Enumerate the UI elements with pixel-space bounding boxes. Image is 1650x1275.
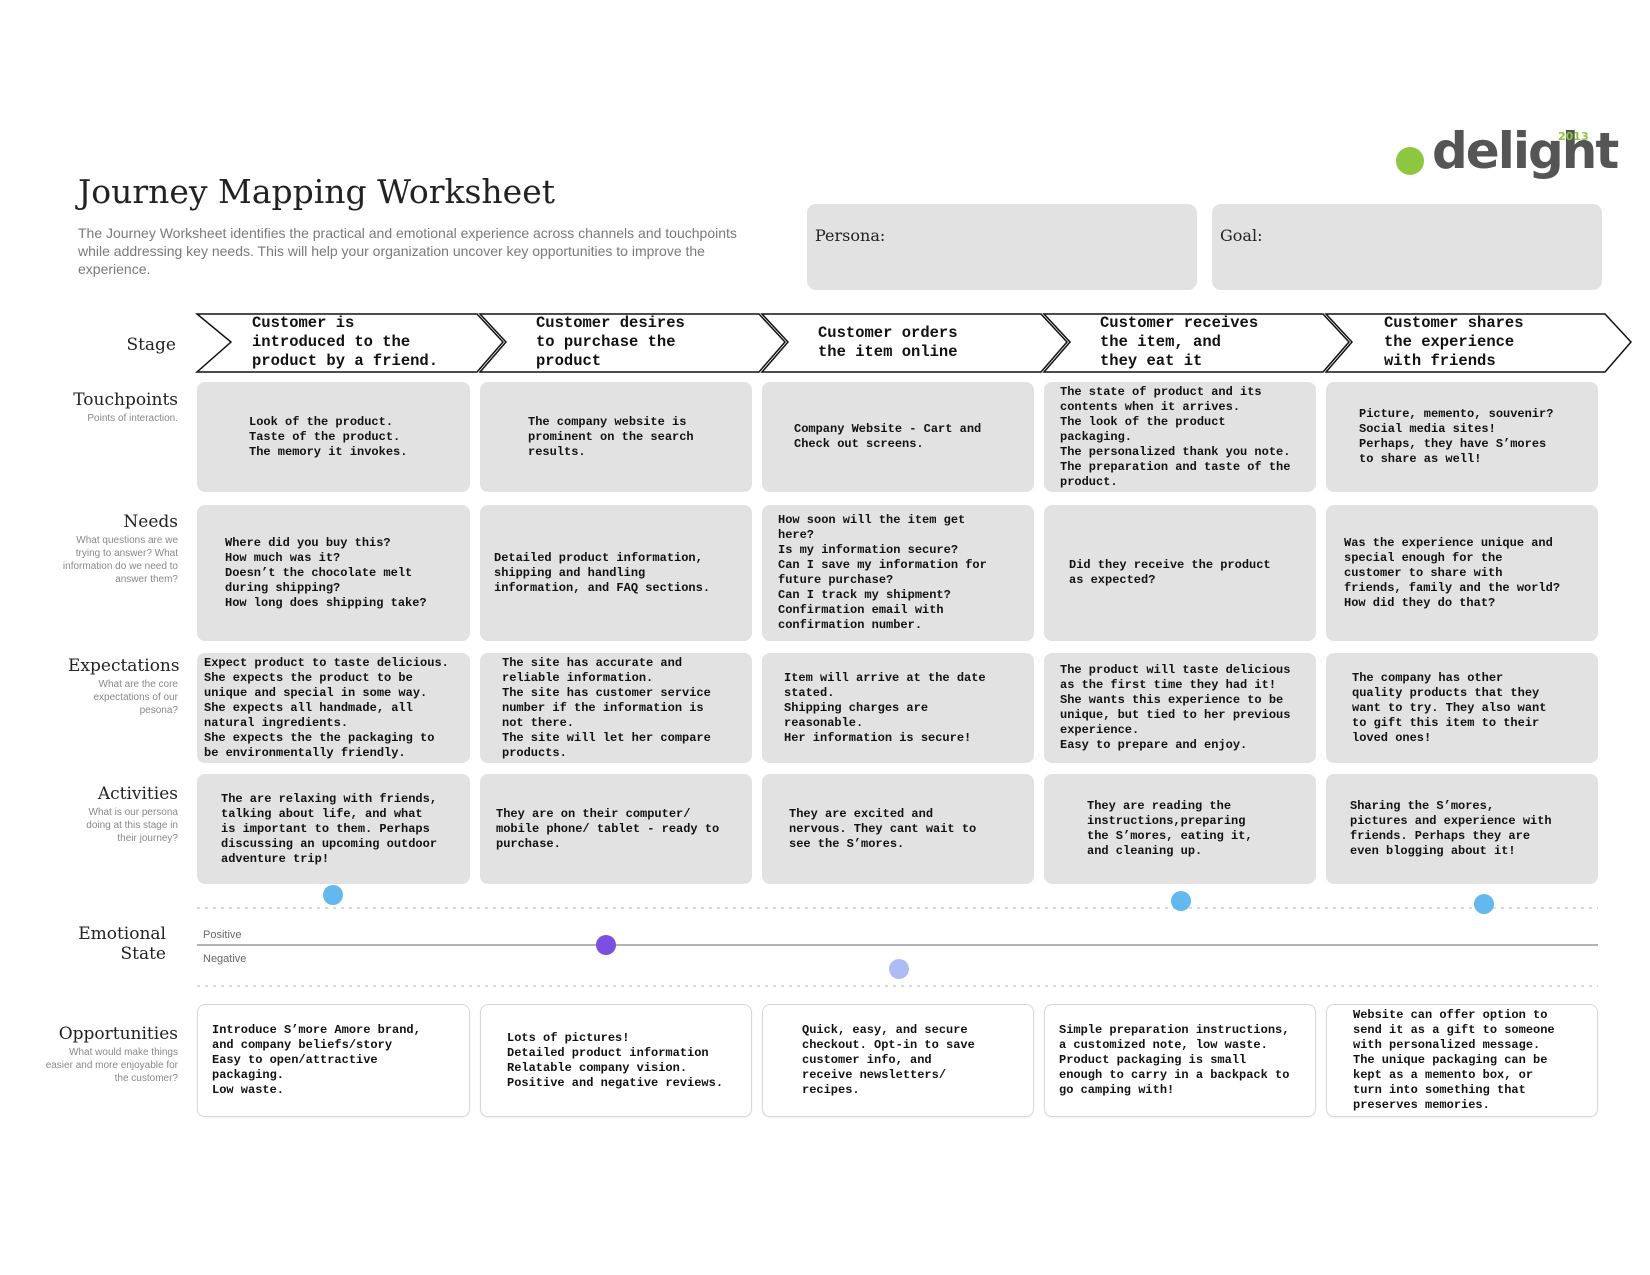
expectations-label: Expectations What are the core expectati…: [68, 656, 180, 717]
needs-text: Was the experience unique and special en…: [1344, 535, 1561, 610]
activities-cell[interactable]: They are on their computer/ mobile phone…: [480, 774, 752, 884]
expectations-text: The site has accurate and reliable infor…: [502, 655, 711, 760]
opportunity-text: Introduce S’more Amore brand, and compan…: [212, 1023, 421, 1097]
needs-cell[interactable]: Detailed product information, shipping a…: [480, 505, 752, 641]
goal-field[interactable]: Goal:: [1212, 204, 1602, 290]
touchpoint-text: Picture, memento, souvenir? Social media…: [1359, 407, 1554, 466]
opportunity-cell[interactable]: Simple preparation instructions, a custo…: [1044, 1004, 1316, 1117]
needs-cell[interactable]: Did they receive the product as expected…: [1044, 505, 1316, 641]
opportunities-label: Opportunities What would make things eas…: [43, 1024, 178, 1085]
needs-label: Needs What questions are we trying to an…: [53, 512, 178, 586]
stage-arrow-1: [194, 313, 505, 373]
logo-dot-icon: [1396, 147, 1424, 175]
expectations-cell[interactable]: The product will taste delicious as the …: [1044, 653, 1316, 763]
opportunity-text: Simple preparation instructions, a custo…: [1059, 1023, 1290, 1097]
touchpoint-cell[interactable]: Company Website - Cart and Check out scr…: [762, 382, 1034, 492]
persona-field[interactable]: Persona:: [807, 204, 1197, 290]
opportunity-cell[interactable]: Introduce S’more Amore brand, and compan…: [197, 1004, 470, 1117]
activities-text: The are relaxing with friends, talking a…: [221, 791, 438, 866]
activities-cell[interactable]: Sharing the S’mores, pictures and experi…: [1326, 774, 1598, 884]
needs-sub: What questions are we trying to answer? …: [62, 535, 178, 585]
activities-cell[interactable]: They are reading the instructions,prepar…: [1044, 774, 1316, 884]
stage-text-4: Customer receives the item, and they eat…: [1100, 314, 1259, 370]
stage-row-label: Stage: [126, 335, 176, 355]
touchpoint-text: Company Website - Cart and Check out scr…: [794, 422, 982, 451]
intro-text: The Journey Worksheet identifies the pra…: [78, 225, 737, 277]
opportunity-cell[interactable]: Website can offer option to send it as a…: [1326, 1004, 1598, 1117]
negative-label: Negative: [203, 953, 247, 965]
activities-text: They are reading the instructions,prepar…: [1087, 799, 1253, 858]
needs-cell[interactable]: Was the experience unique and special en…: [1326, 505, 1598, 641]
expectations-text: Expect product to taste delicious. She e…: [204, 655, 449, 760]
needs-text: Where did you buy this? How much was it?…: [225, 535, 427, 610]
logo-word: delight: [1432, 122, 1619, 180]
stage-arrow-2: [478, 313, 787, 373]
opportunity-text: Lots of pictures! Detailed product infor…: [507, 1030, 724, 1090]
stage-text-5: Customer shares the experience with frie…: [1384, 314, 1524, 370]
stage-text-2: Customer desires to purchase the product: [536, 314, 685, 370]
expectations-cell[interactable]: Expect product to taste delicious. She e…: [197, 653, 470, 763]
emotion-dot-2: [596, 935, 616, 955]
opportunities-name: Opportunities: [58, 1024, 178, 1044]
page-title: Journey Mapping Worksheet: [78, 172, 556, 211]
opportunities-sub: What would make things easier and more e…: [45, 1047, 178, 1084]
expectations-name: Expectations: [68, 656, 180, 676]
opportunity-text: Website can offer option to send it as a…: [1353, 1008, 1555, 1112]
touchpoints-label: Touchpoints Points of interaction.: [73, 390, 178, 425]
activities-text: Sharing the S’mores, pictures and experi…: [1350, 799, 1552, 858]
logo-year: 2013: [1558, 130, 1589, 143]
expectations-sub: What are the core expectations of our pe…: [93, 679, 179, 716]
expectations-text: The product will taste delicious as the …: [1060, 663, 1291, 752]
activities-text: They are on their computer/ mobile phone…: [496, 806, 720, 851]
touchpoint-text: The company website is prominent on the …: [528, 414, 694, 459]
emotion-dot-1: [323, 885, 343, 905]
activities-cell[interactable]: They are excited and nervous. They cant …: [762, 774, 1034, 884]
touchpoint-text: Look of the product. Taste of the produc…: [249, 414, 408, 459]
needs-name: Needs: [123, 512, 178, 532]
expectations-cell[interactable]: The company has other quality products t…: [1326, 653, 1598, 763]
emotion-dot-5: [1474, 894, 1494, 914]
stage-arrow-5: [1324, 313, 1633, 373]
stage-text-1: Customer is introduced to the product by…: [252, 314, 439, 370]
needs-text: Detailed product information, shipping a…: [494, 550, 711, 595]
touchpoint-cell[interactable]: Look of the product. Taste of the produc…: [197, 382, 470, 492]
touchpoint-cell[interactable]: The company website is prominent on the …: [480, 382, 752, 492]
delight-logo: delight 2013: [1396, 122, 1619, 192]
needs-text: How soon will the item get here? Is my i…: [778, 513, 987, 632]
touchpoint-cell[interactable]: The state of product and its contents wh…: [1044, 382, 1316, 492]
positive-label: Positive: [203, 929, 242, 941]
activities-text: They are excited and nervous. They cant …: [789, 806, 977, 851]
goal-label: Goal:: [1220, 226, 1263, 245]
activities-label: Activities What is our persona doing at …: [68, 784, 178, 845]
stage-arrows: [194, 313, 1633, 373]
needs-cell[interactable]: Where did you buy this? How much was it?…: [197, 505, 470, 641]
stage-arrow-3: [760, 313, 1069, 373]
needs-text: Did they receive the product as expected…: [1069, 558, 1271, 587]
stage-text-3: Customer orders the item online: [818, 323, 958, 361]
emotion-dot-4: [1171, 891, 1191, 911]
emotion-dot-3: [889, 959, 909, 979]
activities-sub: What is our persona doing at this stage …: [86, 807, 178, 844]
stage-arrow-4: [1042, 313, 1351, 373]
opportunity-text: Quick, easy, and secure checkout. Opt-in…: [802, 1023, 975, 1097]
opportunity-cell[interactable]: Quick, easy, and secure checkout. Opt-in…: [762, 1004, 1034, 1117]
touchpoint-cell[interactable]: Picture, memento, souvenir? Social media…: [1326, 382, 1598, 492]
touchpoint-text: The state of product and its contents wh…: [1060, 384, 1291, 489]
emotional-name: Emotional State: [78, 924, 166, 964]
activities-name: Activities: [97, 784, 178, 804]
opportunity-cell[interactable]: Lots of pictures! Detailed product infor…: [480, 1004, 752, 1117]
touchpoints-sub: Points of interaction.: [87, 413, 178, 424]
needs-cell[interactable]: How soon will the item get here? Is my i…: [762, 505, 1034, 641]
expectations-text: Item will arrive at the date stated. Shi…: [784, 670, 986, 745]
expectations-text: The company has other quality products t…: [1352, 670, 1547, 745]
emotional-label: Emotional State: [56, 924, 166, 964]
activities-cell[interactable]: The are relaxing with friends, talking a…: [197, 774, 470, 884]
touchpoints-name: Touchpoints: [73, 390, 178, 410]
persona-label: Persona:: [815, 226, 886, 245]
expectations-cell[interactable]: The site has accurate and reliable infor…: [480, 653, 752, 763]
expectations-cell[interactable]: Item will arrive at the date stated. Shi…: [762, 653, 1034, 763]
